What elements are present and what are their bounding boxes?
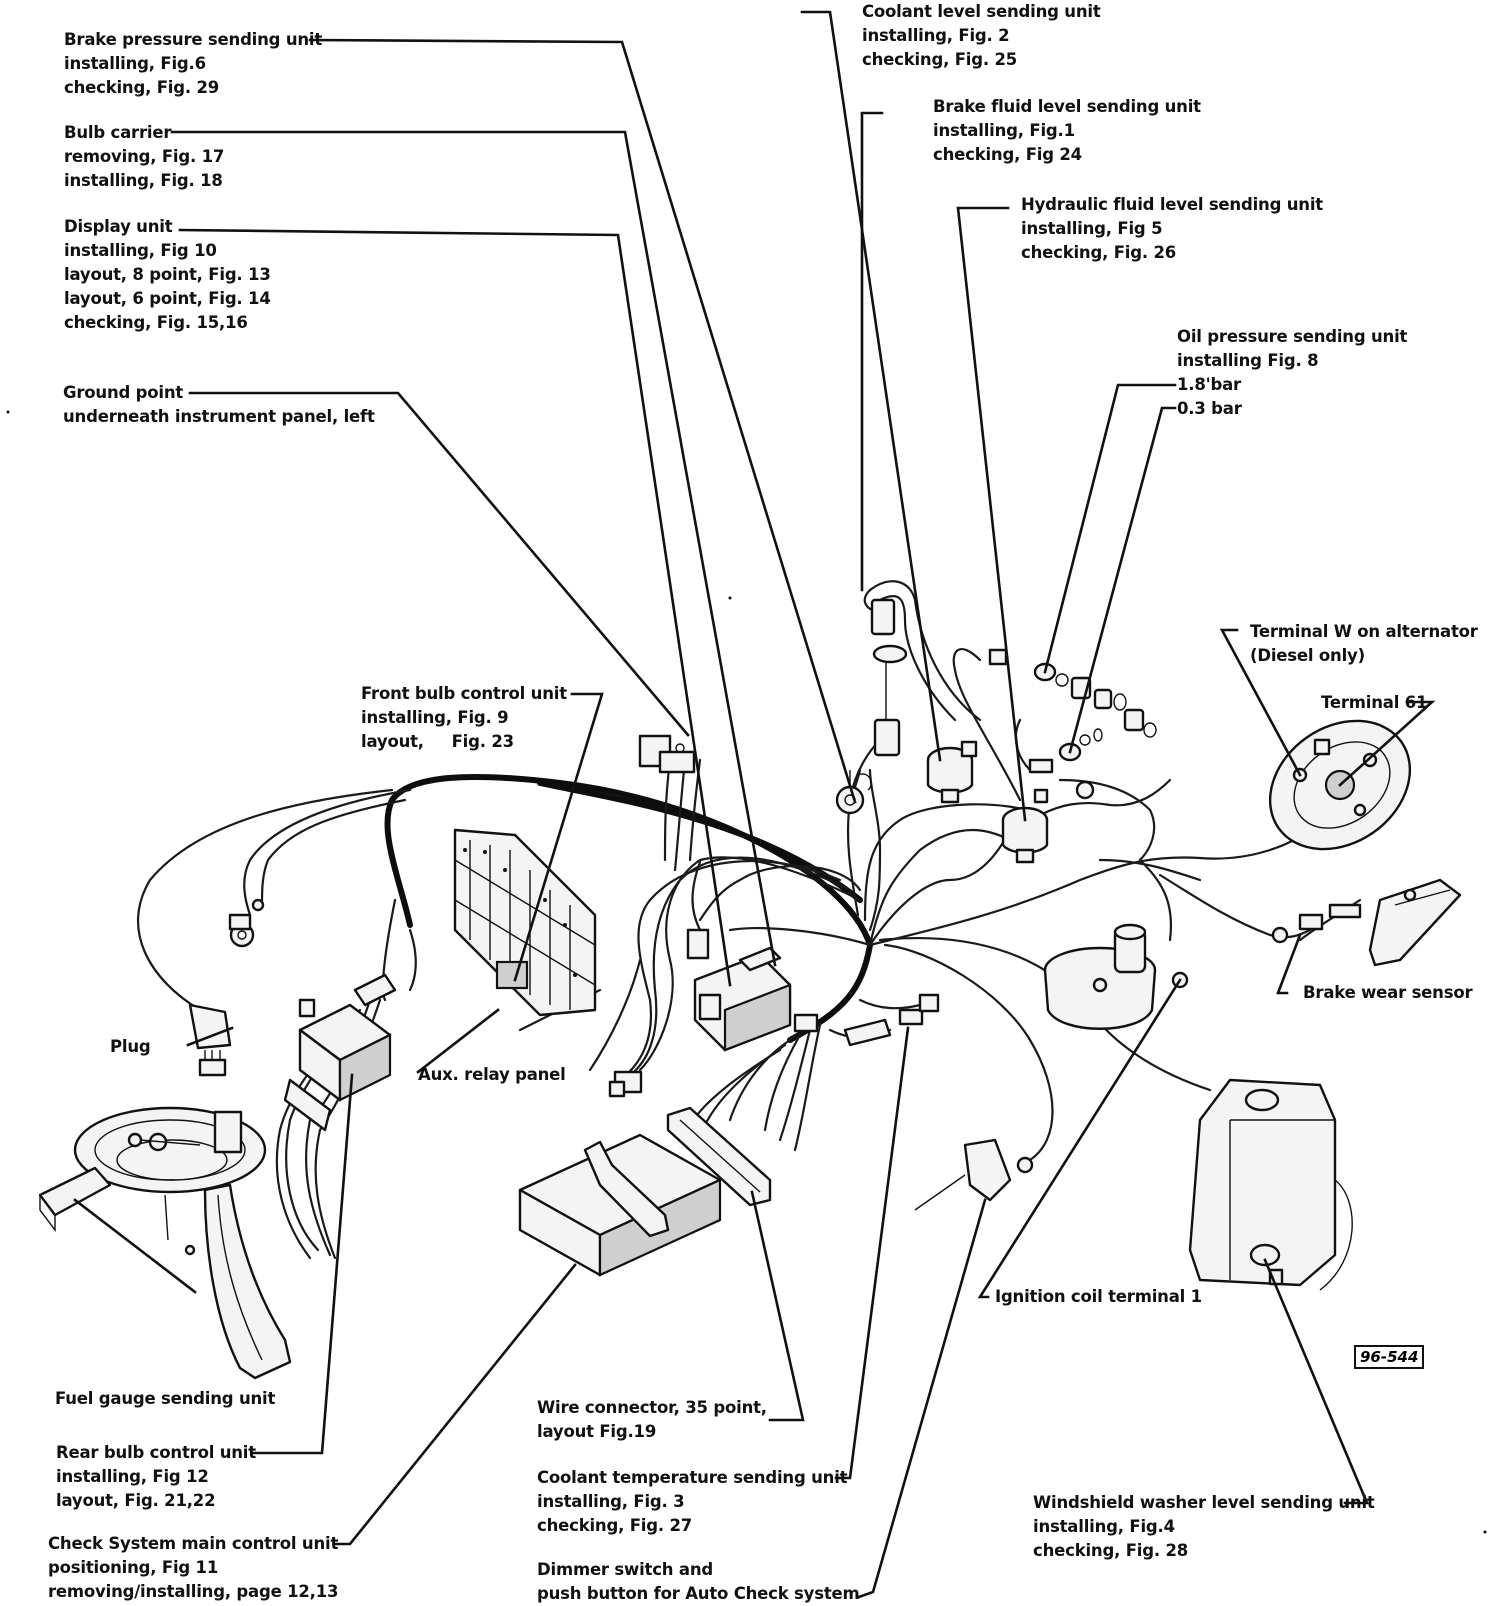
label-title: Fuel gauge sending unit [55, 1389, 276, 1408]
label-line: installing, Fig. 3 [537, 1492, 685, 1511]
label-ground-point: Ground point underneath instrument panel… [63, 381, 375, 429]
label-dimmer-switch: Dimmer switch and push button for Auto C… [537, 1558, 860, 1606]
plug-drawing [188, 1003, 232, 1077]
label-title: Terminal W on alternator [1250, 622, 1478, 641]
label-coolant-temperature-sending-unit: Coolant temperature sending unit install… [537, 1466, 848, 1538]
coolant-temperature-sending-unit-drawing [843, 993, 940, 1047]
label-hydraulic-fluid-level-sending-unit: Hydraulic fluid level sending unit insta… [1021, 193, 1323, 265]
label-line: checking, Fig. 29 [64, 78, 220, 97]
label-title: Brake fluid level sending unit [933, 97, 1201, 116]
label-line: installing, Fig 10 [64, 241, 217, 260]
label-title: Terminal 61 [1321, 693, 1428, 712]
label-bulb-carrier: Bulb carrier removing, Fig. 17 installin… [64, 121, 224, 193]
label-line: checking, Fig. 26 [1021, 243, 1177, 262]
label-rear-bulb-control-unit: Rear bulb control unit installing, Fig 1… [56, 1441, 256, 1513]
label-display-unit: Display unit installing, Fig 10 layout, … [64, 215, 271, 335]
label-line: underneath instrument panel, left [63, 407, 375, 426]
label-title: Brake pressure sending unit [64, 30, 323, 49]
label-windshield-washer-level-sending-unit: Windshield washer level sending unit ins… [1033, 1491, 1375, 1563]
label-line: installing, Fig 12 [56, 1467, 209, 1486]
label-line: removing, Fig. 17 [64, 147, 225, 166]
label-title: Ground point [63, 383, 184, 402]
label-line: layout, Fig. 21,22 [56, 1491, 216, 1510]
label-coolant-level-sending-unit: Coolant level sending unit installing, F… [862, 0, 1101, 72]
label-line: installing Fig. 8 [1177, 351, 1319, 370]
main-wiring-harness [136, 580, 1362, 1260]
label-line: layout Fig.19 [537, 1422, 657, 1441]
label-line: installing, Fig.1 [933, 121, 1075, 140]
display-unit-connector-drawing [693, 946, 819, 1052]
label-brake-wear-sensor: Brake wear sensor [1303, 981, 1473, 1005]
fuel-gauge-sending-unit-drawing [38, 1106, 292, 1380]
label-front-bulb-control-unit: Front bulb control unit installing, Fig.… [361, 682, 567, 754]
label-title: Plug [110, 1037, 151, 1056]
label-line: installing, Fig 5 [1021, 219, 1163, 238]
label-line: checking, Fig. 27 [537, 1516, 693, 1535]
label-line: checking, Fig. 15,16 [64, 313, 248, 332]
brake-pressure-sending-unit-drawing [835, 770, 872, 815]
label-line: removing/installing, page 12,13 [48, 1582, 339, 1601]
label-line: installing, Fig. 2 [862, 26, 1010, 45]
label-line: 1.8'bar [1177, 375, 1241, 394]
label-title: Display unit [64, 217, 173, 236]
label-line: push button for Auto Check system [537, 1584, 860, 1603]
label-line: (Diesel only) [1250, 646, 1365, 665]
label-title: Ignition coil terminal 1 [995, 1287, 1202, 1306]
hydraulic-fluid-level-sending-unit-drawing [988, 648, 1049, 864]
dimmer-switch-drawing [914, 1138, 1034, 1211]
aux-relay-panel-drawing [453, 828, 597, 1017]
label-title: Dimmer switch and [537, 1560, 713, 1579]
windshield-washer-reservoir-drawing [1188, 1078, 1353, 1291]
label-wire-connector-35-point: Wire connector, 35 point, layout Fig.19 [537, 1396, 767, 1444]
label-title: Coolant temperature sending unit [537, 1468, 848, 1487]
label-plug: Plug [110, 1035, 151, 1059]
label-line: installing, Fig.6 [64, 54, 206, 73]
brake-fluid-level-sending-unit-drawing [926, 740, 978, 804]
label-line: checking, Fig. 25 [862, 50, 1018, 69]
label-aux-relay-panel: Aux. relay panel [418, 1063, 566, 1087]
label-line: layout, 8 point, Fig. 13 [64, 265, 271, 284]
label-line: installing, Fig. 9 [361, 708, 509, 727]
label-title: Oil pressure sending unit [1177, 327, 1408, 346]
rear-bulb-control-unit-drawing [283, 973, 397, 1132]
coolant-level-sending-unit-drawing [863, 588, 908, 757]
label-line: installing, Fig.4 [1033, 1517, 1175, 1536]
label-line: positioning, Fig 11 [48, 1558, 219, 1577]
label-title: Aux. relay panel [418, 1065, 566, 1084]
label-ignition-coil-terminal-1: Ignition coil terminal 1 [995, 1285, 1202, 1309]
label-title: Brake wear sensor [1303, 983, 1473, 1002]
label-line: installing, Fig. 18 [64, 171, 223, 190]
label-terminal-61: Terminal 61 [1321, 691, 1427, 715]
label-check-system-main-control-unit: Check System main control unit positioni… [48, 1532, 339, 1604]
label-title: Rear bulb control unit [56, 1443, 256, 1462]
label-line: layout, Fig. 23 [361, 732, 514, 751]
label-title: Wire connector, 35 point, [537, 1398, 767, 1417]
leader-lines [73, 10, 1436, 1599]
label-oil-pressure-sending-unit: Oil pressure sending unit installing Fig… [1177, 325, 1407, 421]
wire-connector-35-point-drawing [666, 1106, 772, 1207]
label-title: Front bulb control unit [361, 684, 567, 703]
check-system-main-control-unit-drawing [518, 1133, 722, 1277]
label-title: Coolant level sending unit [862, 2, 1101, 21]
brake-wear-sensor-drawing [1271, 878, 1462, 967]
label-title: Check System main control unit [48, 1534, 339, 1553]
label-line: layout, 6 point, Fig. 14 [64, 289, 271, 308]
label-brake-pressure-sending-unit: Brake pressure sending unit installing, … [64, 28, 322, 100]
label-line: checking, Fig 24 [933, 145, 1082, 164]
figure-reference-number: 96-544 [1354, 1345, 1425, 1369]
oil-pressure-sending-units-drawing [1028, 662, 1157, 800]
connector-plug-drawing [608, 734, 710, 1098]
label-title: Windshield washer level sending unit [1033, 1493, 1375, 1512]
label-line: checking, Fig. 28 [1033, 1541, 1189, 1560]
ground-point-drawing [228, 898, 265, 948]
label-terminal-w-on-alternator: Terminal W on alternator (Diesel only) [1250, 620, 1478, 668]
label-brake-fluid-level-sending-unit: Brake fluid level sending unit installin… [933, 95, 1201, 167]
label-fuel-gauge-sending-unit: Fuel gauge sending unit [55, 1387, 275, 1411]
label-title: Hydraulic fluid level sending unit [1021, 195, 1323, 214]
label-line: 0.3 bar [1177, 399, 1242, 418]
label-title: Bulb carrier [64, 123, 172, 142]
ignition-coil-drawing [1043, 923, 1189, 1030]
